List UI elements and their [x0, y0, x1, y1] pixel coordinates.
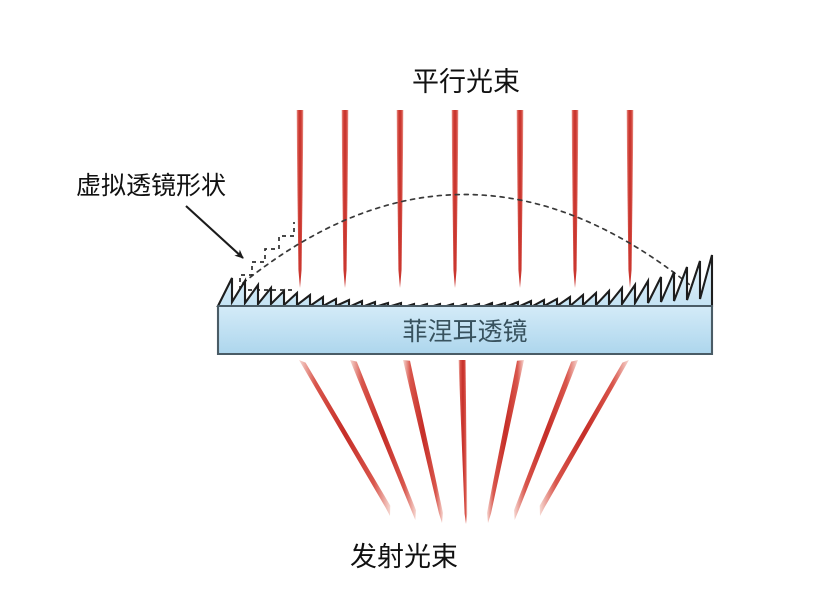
outgoing-beam	[539, 360, 629, 516]
incoming-beam	[396, 110, 404, 288]
incoming-beam	[571, 110, 579, 288]
lens-body	[216, 304, 714, 356]
lens-sawtooth-surface	[216, 254, 714, 310]
incoming-beam	[341, 110, 349, 288]
incoming-beam	[626, 110, 634, 288]
incoming-beam	[451, 110, 459, 288]
virtual-lens-label: 虚拟透镜形状	[76, 172, 226, 200]
incoming-beam	[296, 110, 304, 288]
virtual-lens-arc	[242, 193, 691, 286]
lens-label: 菲涅耳透镜	[402, 318, 527, 346]
outgoing-beam	[487, 360, 524, 523]
virtual-lens-steps	[239, 222, 295, 290]
outgoing-beam	[350, 360, 416, 520]
incoming-beam	[516, 110, 524, 288]
outgoing-beam	[514, 360, 578, 520]
outgoing-beam	[299, 360, 391, 516]
incoming-beam-group	[296, 110, 634, 288]
outgoing-beam-group	[299, 360, 629, 524]
callout-arrow	[185, 205, 244, 259]
fresnel-lens: 菲涅耳透镜	[216, 254, 714, 356]
top-beam-label: 平行光束	[412, 67, 520, 97]
outgoing-beam	[403, 360, 443, 523]
outgoing-beam	[458, 360, 468, 524]
bottom-beam-label: 发射光束	[350, 542, 458, 572]
